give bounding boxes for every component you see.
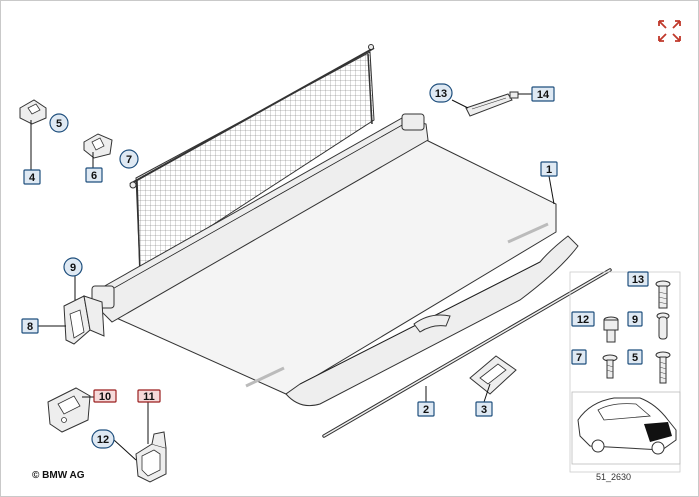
callout-label: 10	[99, 391, 111, 403]
callout-box	[93, 389, 117, 403]
cargo-net	[129, 44, 375, 276]
callout-7[interactable]: 7	[119, 149, 139, 169]
callout-label: 9	[632, 314, 638, 326]
callout-box	[21, 318, 39, 334]
callout-box	[119, 149, 139, 169]
part-4-holder	[19, 99, 47, 125]
callout-label: 5	[632, 352, 638, 364]
screw-7-icon	[602, 354, 618, 379]
callout-5[interactable]: 5	[627, 349, 643, 365]
callout-label: 8	[27, 321, 33, 333]
callout-label: 7	[576, 352, 582, 364]
callout-box	[429, 83, 453, 103]
screw-13-icon	[655, 280, 671, 309]
callout-box	[540, 161, 558, 177]
callout-13[interactable]: 13	[627, 271, 649, 287]
callout-box	[91, 429, 115, 449]
screw-9-icon	[656, 312, 670, 340]
car-thumbnail	[571, 391, 681, 465]
callout-box	[85, 167, 103, 183]
callout-4[interactable]: 4	[23, 169, 41, 185]
callout-box	[23, 169, 41, 185]
callout-label: 2	[423, 404, 429, 416]
part-11-bracket	[135, 431, 167, 483]
callout-box	[49, 113, 69, 133]
callout-label: 12	[577, 314, 589, 326]
callout-13[interactable]: 13	[429, 83, 453, 103]
callout-label: 5	[56, 118, 62, 130]
callout-label: 3	[481, 404, 487, 416]
callout-6[interactable]: 6	[85, 167, 103, 183]
callout-12[interactable]: 12	[571, 311, 595, 327]
callout-label: 13	[632, 274, 644, 286]
callout-box	[571, 349, 587, 365]
callout-label: 11	[143, 391, 155, 403]
part-3-bracket	[469, 355, 517, 395]
callout-box	[417, 401, 435, 417]
callout-10[interactable]: 10	[93, 389, 117, 403]
callout-box	[137, 389, 161, 403]
callout-7[interactable]: 7	[571, 349, 587, 365]
callout-box	[63, 257, 83, 277]
callout-label: 13	[435, 88, 447, 100]
callout-14[interactable]: 14	[531, 86, 555, 102]
callout-2[interactable]: 2	[417, 401, 435, 417]
copyright-text: © BMW AG	[32, 470, 85, 481]
callout-9[interactable]: 9	[627, 311, 643, 327]
callout-9[interactable]: 9	[63, 257, 83, 277]
callout-label: 4	[29, 172, 36, 184]
callout-box	[627, 271, 649, 287]
callout-11[interactable]: 11	[137, 389, 161, 403]
callout-label: 9	[70, 262, 76, 274]
luggage-cover	[91, 113, 579, 407]
callout-12[interactable]: 12	[91, 429, 115, 449]
screw-12-icon	[603, 316, 619, 343]
callout-label: 6	[91, 170, 97, 182]
callout-box	[627, 349, 643, 365]
callout-label: 14	[537, 89, 550, 101]
callout-box	[475, 401, 493, 417]
callout-5[interactable]: 5	[49, 113, 69, 133]
part-10-cover	[47, 387, 91, 433]
diagram-code: 51_2630	[596, 472, 631, 482]
screw-table	[569, 271, 681, 473]
callout-1[interactable]: 1	[540, 161, 558, 177]
part-8-bracket	[63, 295, 105, 345]
callout-3[interactable]: 3	[475, 401, 493, 417]
cover-rod	[322, 268, 612, 438]
callout-label: 12	[97, 434, 109, 446]
callout-label: 7	[126, 154, 132, 166]
callout-label: 1	[546, 164, 552, 176]
part-13-clip	[465, 91, 519, 117]
callout-box	[627, 311, 643, 327]
part-6-holder	[83, 133, 113, 159]
callout-box	[571, 311, 595, 327]
callout-8[interactable]: 8	[21, 318, 39, 334]
leader-lines	[30, 93, 555, 461]
expand-arrows-icon[interactable]	[658, 20, 681, 42]
screw-5-icon	[655, 351, 671, 384]
callout-box	[531, 86, 555, 102]
